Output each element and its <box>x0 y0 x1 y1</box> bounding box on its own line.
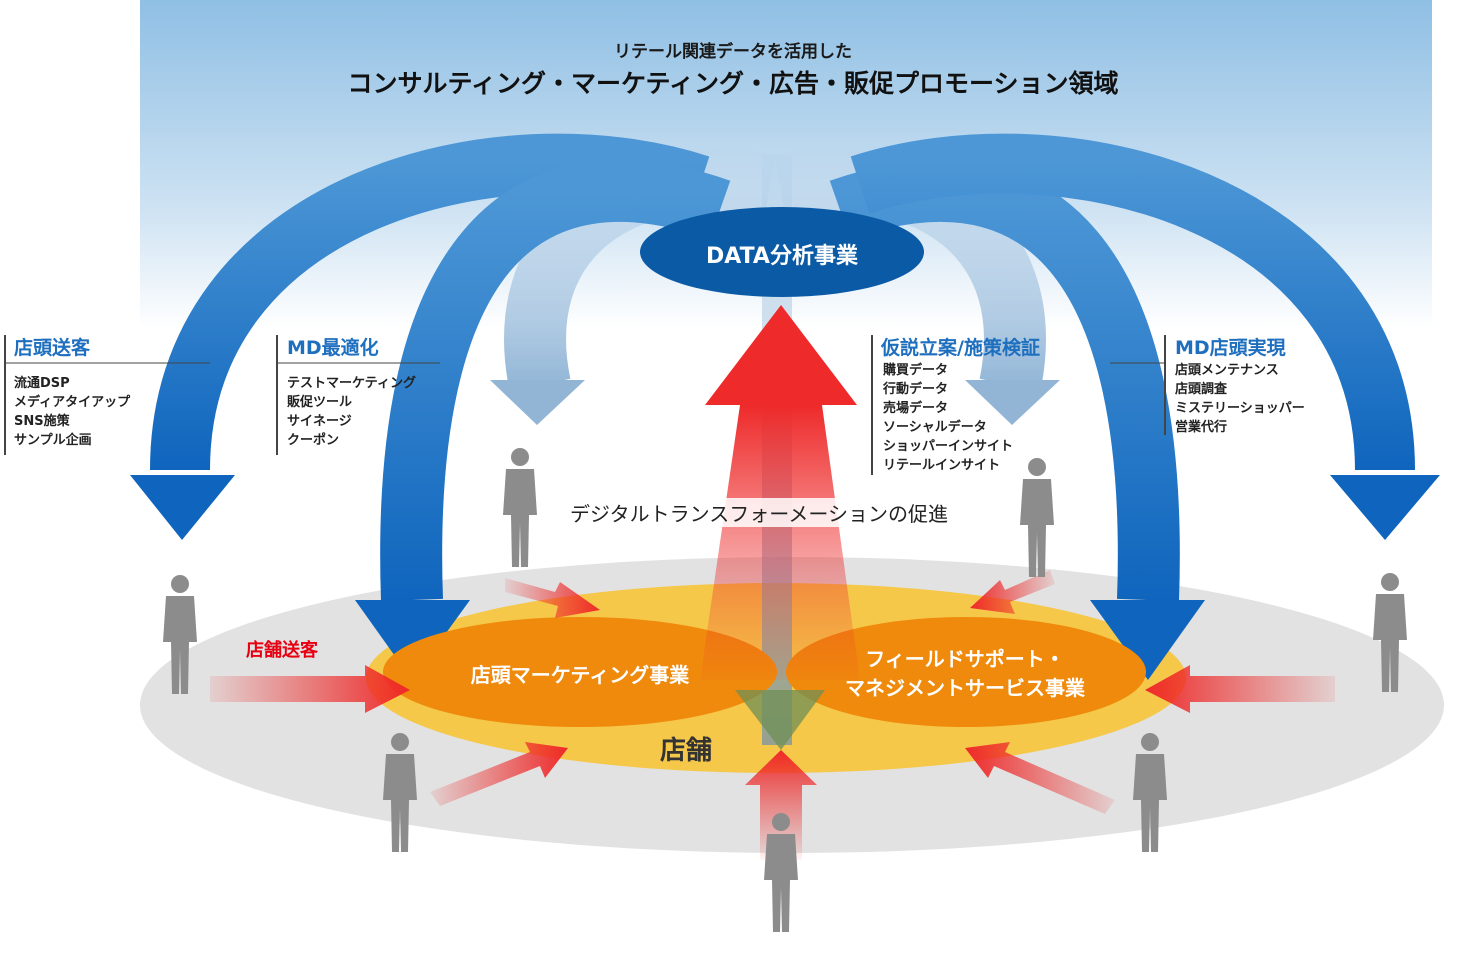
storefront-marketing-label: 店頭マーケティング事業 <box>470 663 690 687</box>
data-business-label: DATA分析事業 <box>706 244 858 269</box>
category-item: サイネージ <box>287 414 352 429</box>
store-traffic-label: 店舗送客 <box>246 640 318 661</box>
field-support-label-line2: マネジメントサービス事業 <box>845 676 1085 700</box>
category-item: 購買データ <box>883 363 949 378</box>
header-subtitle: リテール関連データを活用した <box>614 42 852 62</box>
category-item: ソーシャルデータ <box>883 420 987 435</box>
category-title-md-optimization: MD最適化 <box>287 337 379 359</box>
category-item: ショッパーインサイト <box>883 439 1014 454</box>
category-item: 店頭調査 <box>1175 382 1228 397</box>
person-silhouette-icon <box>1020 458 1054 577</box>
category-title-md-realization: MD店頭実現 <box>1175 337 1286 359</box>
header-title: コンサルティング・マーケティング・広告・販促プロモーション領域 <box>347 69 1119 98</box>
green-down-arrow <box>735 690 825 750</box>
category-item: ミステリーショッパー <box>1175 401 1305 416</box>
category-item: 販促ツール <box>287 395 353 410</box>
category-item: リテールインサイト <box>883 458 1001 473</box>
red-arrow-lower-left <box>430 742 568 806</box>
category-item: 営業代行 <box>1175 420 1228 435</box>
category-item: 流通DSP <box>14 376 70 391</box>
dx-label: デジタルトランスフォーメーションの促進 <box>568 498 950 527</box>
category-item: サンプル企画 <box>14 433 92 448</box>
field-support-label-line1: フィールドサポート・ <box>865 647 1065 671</box>
category-item: 店頭メンテナンス <box>1175 363 1279 378</box>
category-title-hypothesis: 仮説立案/施策検証 <box>881 337 1040 359</box>
red-arrow-right-store <box>1145 665 1335 713</box>
blue-arc-outer-right <box>850 133 1440 540</box>
category-item: クーポン <box>287 433 340 448</box>
category-item: 行動データ <box>883 382 949 397</box>
blue-arc-inner-left <box>355 159 731 680</box>
red-up-arrow <box>700 305 860 680</box>
red-arrow-bottom-center <box>745 750 817 860</box>
category-title-store-traffic: 店頭送客 <box>14 337 91 359</box>
store-label: 店舗 <box>660 736 713 766</box>
red-arrow-lower-right <box>965 742 1115 814</box>
red-arrow-upper-left <box>505 578 600 618</box>
storefront-marketing-ellipse <box>383 617 777 727</box>
category-item: 売場データ <box>883 401 949 416</box>
field-support-ellipse <box>786 617 1146 727</box>
data-business-ellipse <box>640 207 924 297</box>
category-item: テストマーケティング <box>287 376 416 391</box>
red-arrow-left-store <box>210 665 410 713</box>
category-item: メディアタイアップ <box>14 395 131 410</box>
category-item: SNS施策 <box>14 414 70 429</box>
red-arrow-upper-right <box>970 570 1055 614</box>
